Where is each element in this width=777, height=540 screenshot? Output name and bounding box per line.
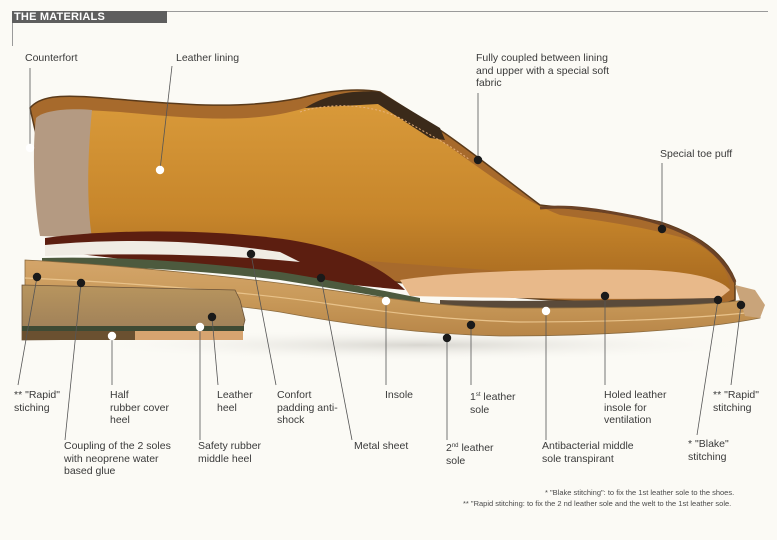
label-insole: Insole [385,389,414,401]
label-coupling-soles: Coupling of the 2 soles with neoprene wa… [64,440,171,477]
left-rule [12,11,13,46]
top-rule [12,11,768,12]
label-antibacterial-middle-sole: Antibacterial middle sole transpirant [542,440,634,465]
label-holed-leather-insole: Holed leather insole for ventilation [604,389,667,426]
label-special-toe-puff: Special toe puff [660,148,733,160]
page-title: THE MATERIALS [12,11,167,23]
label-metal-sheet: Metal sheet [354,440,409,452]
label-confort-padding: Confort padding anti- shock [277,389,338,426]
label-counterfort: Counterfort [25,52,78,64]
label-second-leather-sole: 2nd leather sole [446,442,494,467]
label-leather-lining: Leather lining [176,52,240,64]
footnote-blake: * "Blake stitching": to fix the 1st leat… [545,488,735,497]
label-rapid-stiching-heel: ** "Rapid" stiching [14,389,60,414]
callout-dots [25,143,746,343]
label-fully-coupled: Fully coupled between lining and upper w… [476,52,610,89]
label-half-rubber-cover-heel: Half rubber cover heel [110,389,169,426]
label-safety-rubber: Safety rubber middle heel [198,440,262,465]
label-rapid-stitching-toe: ** "Rapid" stitching [713,389,759,414]
footnote-rapid: ** "Rapid stitching: to fix the 2 nd lea… [463,499,732,508]
label-leather-heel: Leather heel [217,389,253,414]
label-first-leather-sole: 1st leather sole [470,391,516,416]
label-blake-stitching: * "Blake" stitching [688,438,729,463]
